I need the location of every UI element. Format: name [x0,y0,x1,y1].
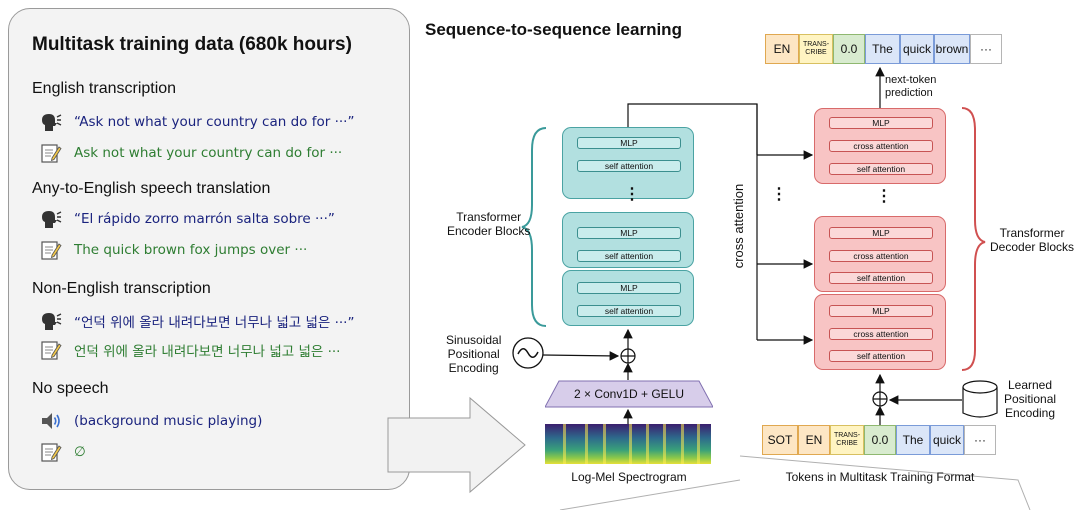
speaker-head-icon [42,211,62,228]
speaker-volume-icon [42,413,60,429]
mlp-sublayer: MLP [577,282,681,294]
cross-attention-label: cross attention [731,183,746,269]
self-attention-sublayer: self attention [577,250,681,262]
input-token: TRANS- CRIBE [830,425,864,455]
transcript-text: Ask not what your country can do for ··· [74,145,343,161]
sinusoidal-label: Sinusoidal Positional Encoding [446,333,502,375]
mlp-sublayer: MLP [577,137,681,149]
input-token: SOT [762,425,798,455]
note-pencil-icon [41,241,62,260]
spectrogram-image [545,424,711,464]
mlp-sublayer: MLP [829,305,933,317]
output-token: ··· [970,34,1002,64]
encoder-ellipsis: ⋮ [624,186,640,203]
transcript-text: ∅ [74,444,86,460]
section-title-english-transcription: English transcription [32,80,177,97]
cross-attention-ellipsis: ⋮ [771,186,787,203]
audio-example: “El rápido zorro marrón salta sobre ···” [40,208,335,230]
output-token: TRANS- CRIBE [799,34,833,64]
diagram-title: Sequence-to-sequence learning [425,20,682,39]
conv-trapezoid [545,380,713,408]
note-pencil-icon [41,443,62,462]
transcript-text: 언덕 위에 올라 내려다보면 너무나 넓고 넓은 ··· [74,344,341,360]
output-token: The [865,34,900,64]
input-token: ··· [964,425,996,455]
encoder-block: MLP self attention [562,127,694,199]
transcript-example: ∅ [40,441,86,463]
conv-label: 2 × Conv1D + GELU [573,387,685,401]
self-attention-sublayer: self attention [577,160,681,172]
speaker-head-icon [42,114,62,131]
speaker-head-icon [42,313,62,330]
audio-example: (background music playing) [40,410,262,432]
output-token: quick [900,34,934,64]
input-token: 0.0 [864,425,896,455]
note-pencil-icon [41,341,62,360]
self-attention-sublayer: self attention [829,272,933,284]
audio-text: “언덕 위에 올라 내려다보면 너무나 넓고 넓은 ···” [74,315,355,331]
decoder-blocks-label: Transformer Decoder Blocks [990,226,1075,254]
learned-label: Learned Positional Encoding [1004,378,1057,420]
mlp-sublayer: MLP [829,227,933,239]
section-title-translation: Any-to-English speech translation [32,180,271,197]
next-token-label: next-token prediction [885,74,937,99]
encoder-block: MLP self attention [562,212,694,268]
data-flow-arrow [387,396,526,494]
transcript-example: 언덕 위에 올라 내려다보면 너무나 넓고 넓은 ··· [40,339,340,361]
note-pencil-icon [41,144,62,163]
output-token: brown [934,34,970,64]
panel-title: Multitask training data (680k hours) [32,34,352,55]
format-wedge [559,455,1031,510]
input-token: quick [930,425,964,455]
decoder-ellipsis: ⋮ [876,188,892,205]
cross-attention-sublayer: cross attention [829,250,933,262]
training-data-panel [8,8,410,490]
audio-example: “Ask not what your country can do for ··… [40,111,354,133]
audio-text: “Ask not what your country can do for ··… [74,114,355,130]
mlp-sublayer: MLP [577,227,681,239]
input-token: The [896,425,930,455]
decoder-brace [961,107,986,371]
self-attention-sublayer: self attention [577,305,681,317]
audio-example: “언덕 위에 올라 내려다보면 너무나 넓고 넓은 ···” [40,310,354,332]
database-cylinder-icon [962,380,998,418]
decoder-block: MLP cross attention self attention [814,108,946,184]
self-attention-sublayer: self attention [829,350,933,362]
cross-attention-sublayer: cross attention [829,140,933,152]
tokens-label: Tokens in Multitask Training Format [785,470,975,484]
section-title-no-speech: No speech [32,380,109,397]
output-token: 0.0 [833,34,865,64]
transcript-text: The quick brown fox jumps over ··· [74,242,308,258]
cross-attention-sublayer: cross attention [829,328,933,340]
encoder-blocks-label: Transformer Encoder Blocks [447,210,531,238]
self-attention-sublayer: self attention [829,163,933,175]
decoder-block: MLP cross attention self attention [814,294,946,370]
section-title-non-english: Non-English transcription [32,280,211,297]
mlp-sublayer: MLP [829,117,933,129]
encoder-block: MLP self attention [562,270,694,326]
encoder-brace [521,127,547,327]
output-token: EN [765,34,799,64]
transcript-example: Ask not what your country can do for ··· [40,142,342,164]
input-token: EN [798,425,830,455]
transcript-example: The quick brown fox jumps over ··· [40,239,307,261]
audio-text: (background music playing) [74,413,263,429]
conv-layer: 2 × Conv1D + GELU [545,380,713,408]
audio-text: “El rápido zorro marrón salta sobre ···” [74,211,335,227]
decoder-block: MLP cross attention self attention [814,216,946,292]
spectrogram-label: Log-Mel Spectrogram [571,470,687,484]
